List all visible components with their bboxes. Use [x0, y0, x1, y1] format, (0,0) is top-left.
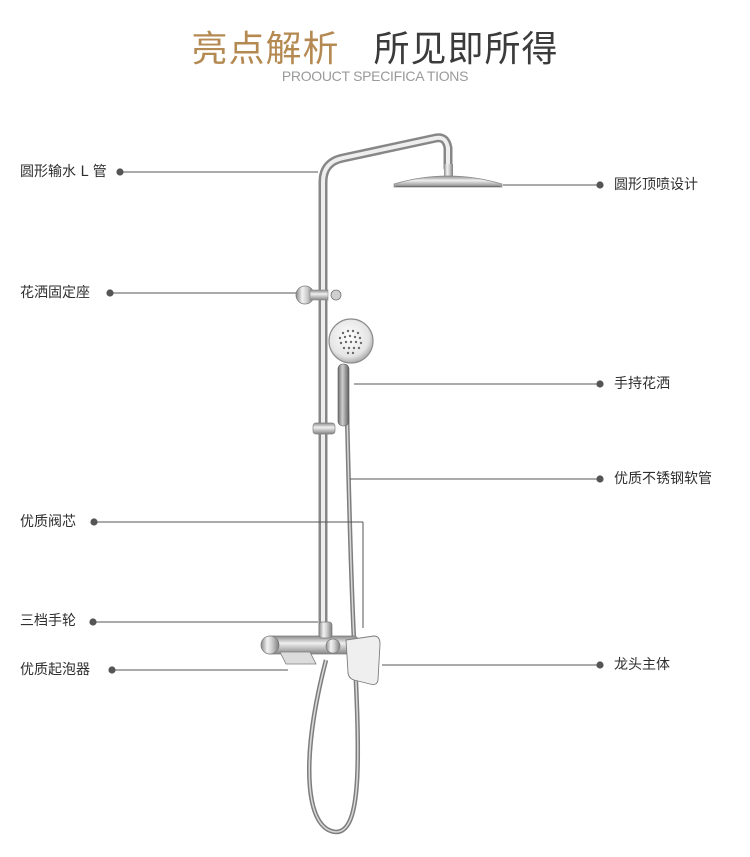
page-title: 亮点解析所见即所得 [0, 20, 750, 72]
faucet-body [265, 635, 359, 655]
callout-top-shower: 圆形顶喷设计 [614, 177, 698, 193]
hand-shower-handle [337, 363, 350, 427]
callout-aerator: 优质起泡器 [20, 662, 90, 678]
callout-hand-shower: 手持花洒 [614, 376, 670, 392]
leader-lines [89, 168, 604, 674]
top-shower-arm [444, 164, 453, 178]
callout-valve-core: 优质阀芯 [20, 514, 76, 530]
title-main: 所见即所得 [373, 29, 559, 70]
callout-holder: 花洒固定座 [20, 285, 90, 301]
hose [307, 371, 361, 835]
top-shower-head [393, 175, 503, 188]
mixer-handle [345, 635, 381, 685]
title-highlight: 亮点解析 [191, 29, 340, 70]
callout-faucet-body: 龙头主体 [614, 657, 670, 673]
slide-holder [312, 422, 336, 435]
faucet-spout [279, 651, 317, 665]
callout-three-gear-wheel: 三档手轮 [20, 613, 76, 629]
page-subtitle: PROOUCT SPECIFICA TIONS [281, 68, 469, 84]
callout-hose: 优质不锈钢软管 [614, 471, 712, 487]
diverter-knob [318, 621, 333, 639]
callout-l-pipe: 圆形输水 L 管 [20, 164, 107, 180]
